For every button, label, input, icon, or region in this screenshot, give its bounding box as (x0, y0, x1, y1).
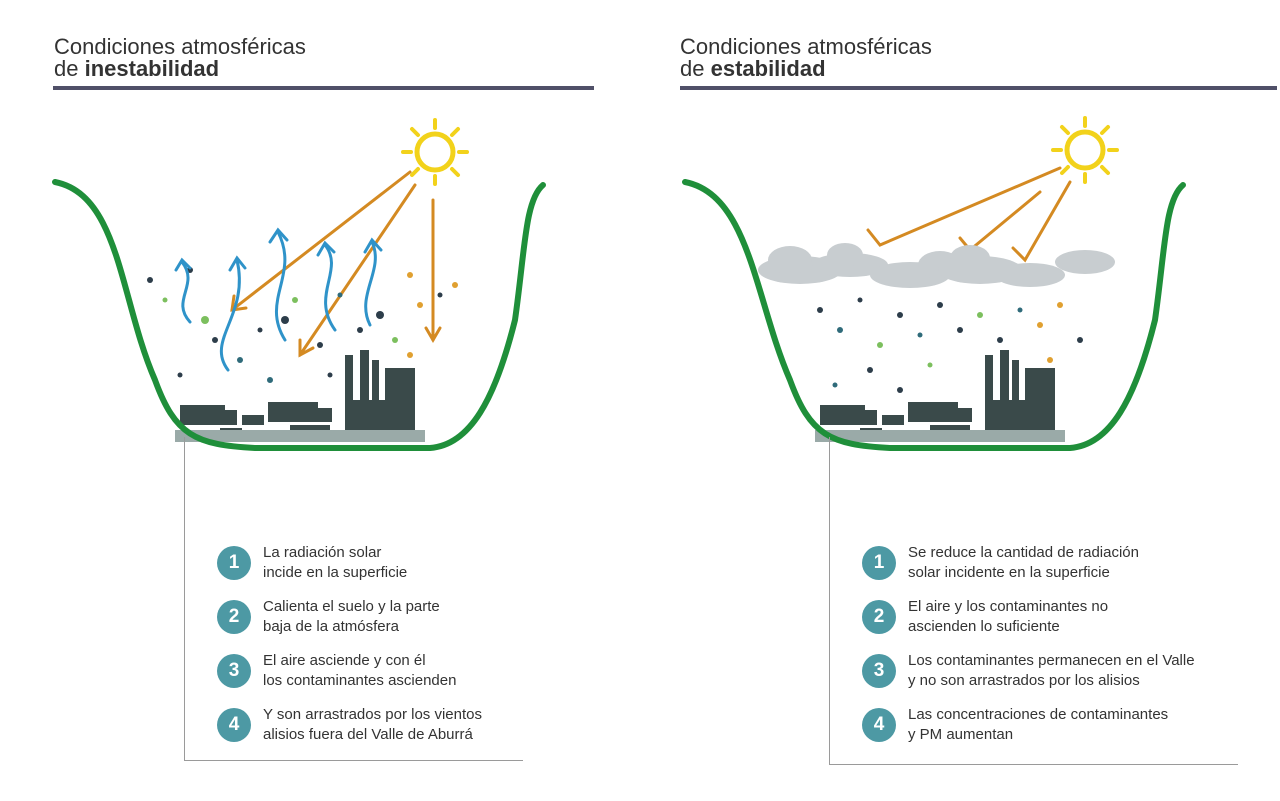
title-line-1: Condiciones atmosféricas (680, 34, 932, 59)
sun-icon (1051, 116, 1119, 184)
pollutant-particles (147, 267, 458, 383)
step-item: 3 Los contaminantes permanecen en el Val… (862, 644, 1262, 698)
valley-outline (52, 179, 546, 451)
title-line-1: Condiciones atmosféricas (54, 34, 306, 59)
solar-radiation-arrows (230, 170, 442, 358)
title-line-2: de estabilidad (680, 56, 826, 81)
step-number-badge: 3 (862, 654, 896, 688)
panel-stability: Condiciones atmosféricas de estabilidad (640, 0, 1280, 801)
title-divider (53, 86, 594, 90)
panel-title: Condiciones atmosféricas de estabilidad (680, 36, 932, 80)
step-text: Los contaminantes permanecen en el Valle… (908, 652, 1195, 689)
valley-outline (682, 179, 1186, 451)
instability-valley-illustration (52, 118, 546, 451)
panel-instability: Condiciones atmosféricas de inestabilida… (52, 36, 594, 761)
panel-title: Condiciones atmosféricas de inestabilida… (54, 36, 306, 80)
title-divider (680, 86, 1277, 90)
step-number-badge: 2 (217, 600, 251, 634)
haze-clouds (758, 243, 1115, 288)
sun-icon (401, 118, 469, 186)
rising-air-arrows (174, 227, 383, 372)
step-number-badge: 1 (862, 546, 896, 580)
callout-frame (184, 437, 523, 761)
step-number-badge: 3 (217, 654, 251, 688)
callout-frame (829, 437, 1238, 765)
step-number-badge: 4 (217, 708, 251, 742)
title-line-2: de inestabilidad (54, 56, 220, 81)
step-number-badge: 1 (217, 546, 251, 580)
step-number-badge: 4 (862, 708, 896, 742)
city-traffic-industry (175, 350, 425, 442)
step-number-badge: 2 (862, 600, 896, 634)
stability-valley-illustration (682, 116, 1186, 451)
city-traffic-industry (815, 350, 1065, 442)
